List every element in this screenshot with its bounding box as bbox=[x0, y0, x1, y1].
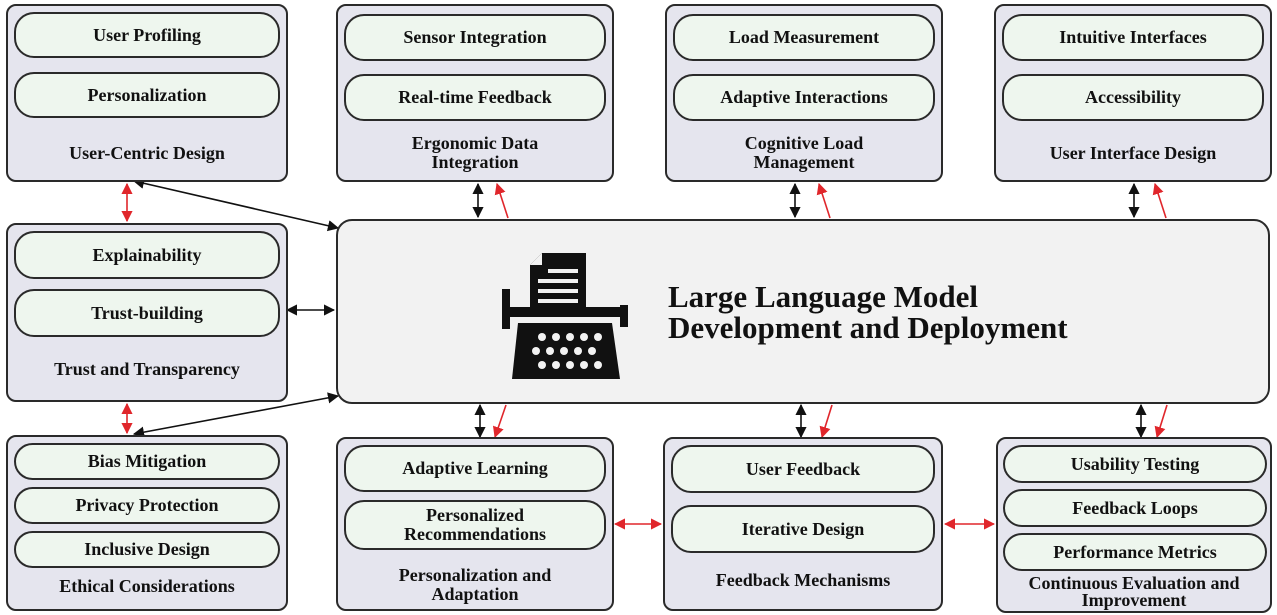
item-intuitive-interfaces: Intuitive Interfaces bbox=[1002, 14, 1264, 61]
group-personalization-and-adaptation: Adaptive Learning Personalized Recommend… bbox=[336, 437, 614, 611]
group-user-interface-design: Intuitive Interfaces Accessibility User … bbox=[994, 4, 1272, 182]
link-center-feedback-red bbox=[819, 404, 833, 439]
link-ergonomic-center-red bbox=[494, 182, 509, 219]
item-privacy-protection: Privacy Protection bbox=[14, 487, 280, 524]
item-user-profiling: User Profiling bbox=[14, 12, 280, 58]
group-title: User-Centric Design bbox=[69, 143, 225, 163]
group-title: Personalization and Adaptation bbox=[398, 565, 552, 604]
item-accessibility: Accessibility bbox=[1002, 74, 1264, 121]
group-trust-and-transparency: Explainability Trust-building Trust and … bbox=[6, 223, 288, 402]
link-uidesign-center-red bbox=[1152, 182, 1167, 219]
item-performance-metrics: Performance Metrics bbox=[1003, 533, 1267, 571]
link-cognitive-center-red bbox=[816, 182, 831, 219]
item-personalization: Personalization bbox=[14, 72, 280, 118]
group-title: Cognitive Load Management bbox=[744, 133, 864, 172]
item-explainability: Explainability bbox=[14, 231, 280, 279]
link-center-continuous-red bbox=[1154, 404, 1168, 439]
group-feedback-mechanisms: User Feedback Iterative Design Feedback … bbox=[663, 437, 943, 611]
center-title: Large Language Model Development and Dep… bbox=[668, 279, 1068, 345]
group-title: User Interface Design bbox=[1049, 143, 1217, 163]
group-ergonomic-data-integration: Sensor Integration Real-time Feedback Er… bbox=[336, 4, 614, 182]
group-continuous-evaluation: Usability Testing Feedback Loops Perform… bbox=[996, 437, 1272, 613]
item-load-measurement: Load Measurement bbox=[673, 14, 935, 61]
item-adaptive-interactions: Adaptive Interactions bbox=[673, 74, 935, 121]
item-feedback-loops: Feedback Loops bbox=[1003, 489, 1267, 527]
item-usability-testing: Usability Testing bbox=[1003, 445, 1267, 483]
item-adaptive-learning: Adaptive Learning bbox=[344, 445, 606, 492]
link-center-personalization-red bbox=[492, 404, 507, 439]
link-ethical-center bbox=[132, 392, 340, 438]
group-title: Ergonomic Data Integration bbox=[411, 133, 539, 172]
group-title: Ethical Considerations bbox=[59, 576, 235, 596]
group-user-centric-design: User Profiling Personalization User-Cent… bbox=[6, 4, 288, 182]
group-cognitive-load-management: Load Measurement Adaptive Interactions C… bbox=[665, 4, 943, 182]
group-title: Trust and Transparency bbox=[54, 359, 240, 379]
item-bias-mitigation: Bias Mitigation bbox=[14, 443, 280, 480]
item-personalized-recommendations: Personalized Recommendations bbox=[344, 500, 606, 550]
link-usercentric-center bbox=[132, 177, 340, 232]
item-trust-building: Trust-building bbox=[14, 289, 280, 337]
item-sensor-integration: Sensor Integration bbox=[344, 14, 606, 61]
item-inclusive-design: Inclusive Design bbox=[14, 531, 280, 568]
group-ethical-considerations: Bias Mitigation Privacy Protection Inclu… bbox=[6, 435, 288, 611]
group-title: Feedback Mechanisms bbox=[715, 570, 891, 590]
item-user-feedback: User Feedback bbox=[671, 445, 935, 493]
group-title: Continuous Evaluation and Improvement bbox=[1028, 573, 1240, 610]
item-realtime-feedback: Real-time Feedback bbox=[344, 74, 606, 121]
center-llm-development: Large Language Model Development and Dep… bbox=[336, 219, 1270, 404]
item-iterative-design: Iterative Design bbox=[671, 505, 935, 553]
typewriter-icon bbox=[502, 253, 628, 379]
